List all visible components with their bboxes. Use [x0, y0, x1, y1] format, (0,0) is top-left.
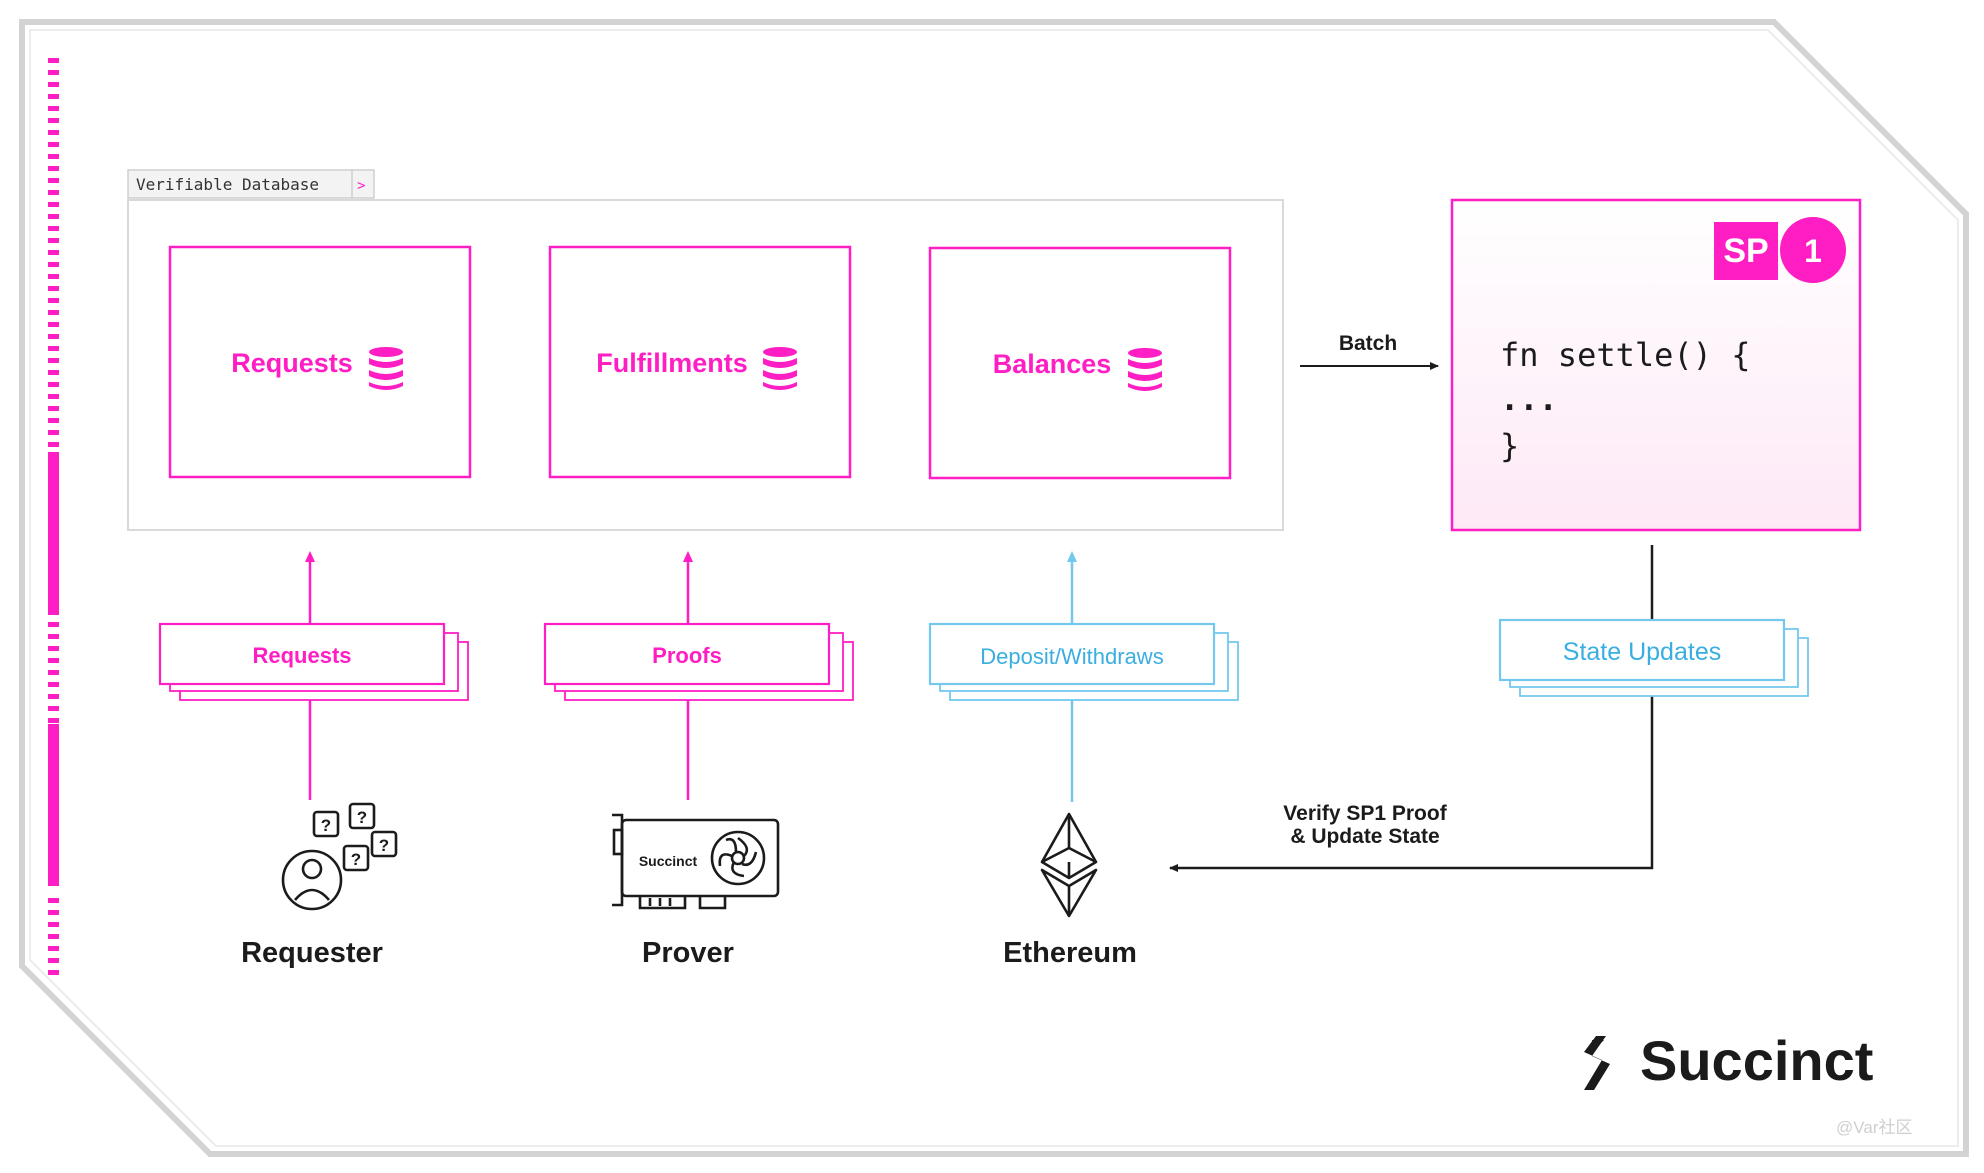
code-line-3: }	[1500, 427, 1519, 465]
outer-frame	[19, 19, 1969, 1157]
rail-dash	[48, 946, 59, 951]
rail-dash	[48, 394, 59, 399]
rail-dash	[48, 910, 59, 915]
stack-state-label: State Updates	[1563, 638, 1721, 666]
rail-dash	[48, 694, 59, 699]
code-line-2: ...	[1500, 380, 1558, 418]
code-line-1: fn settle() {	[1500, 336, 1750, 374]
rail-dash	[48, 202, 59, 207]
stack-state-updates: State Updates	[1498, 618, 1809, 697]
rail-dash	[48, 226, 59, 231]
svg-text:?: ?	[357, 808, 367, 827]
rail-dash	[48, 718, 59, 723]
rail-dash	[48, 970, 59, 975]
stack-requests-label: Requests	[252, 643, 351, 668]
rail-dash	[48, 670, 59, 675]
stack-deposit-withdraws: Deposit/Withdraws	[928, 622, 1239, 701]
succinct-logo: Succinct	[1584, 1029, 1873, 1092]
rail-dash	[48, 922, 59, 927]
rail-dash	[48, 934, 59, 939]
rail-dash	[48, 370, 59, 375]
rail-dash	[48, 142, 59, 147]
svg-text:?: ?	[379, 836, 389, 855]
rail-dash	[48, 646, 59, 651]
rail-dash	[48, 214, 59, 219]
rail-dash	[48, 58, 59, 63]
batch-label: Batch	[1339, 332, 1397, 355]
rail-dash	[48, 898, 59, 903]
table-requests-label: Requests	[231, 348, 353, 378]
succinct-logo-text: Succinct	[1640, 1029, 1873, 1092]
actor-ethereum-label: Ethereum	[1003, 937, 1137, 969]
rail-dash	[48, 238, 59, 243]
db-tab-arrow: >	[357, 178, 365, 194]
rail-dash	[48, 82, 59, 87]
watermark: @Var社区	[1836, 1118, 1912, 1137]
svg-text:?: ?	[321, 816, 331, 835]
svg-text:?: ?	[351, 850, 361, 869]
rail-dash	[48, 310, 59, 315]
sp1-badge-number: 1	[1804, 233, 1822, 269]
rail-dash	[48, 106, 59, 111]
rail-dash	[48, 682, 59, 687]
rail-dash	[48, 178, 59, 183]
db-tab: Verifiable Database >	[127, 169, 375, 199]
table-balances-label: Balances	[993, 349, 1112, 379]
rail-dash	[48, 286, 59, 291]
rail-dash	[48, 154, 59, 159]
rail-dash	[48, 94, 59, 99]
rail-bar	[48, 724, 59, 886]
table-requests: Requests	[168, 245, 472, 479]
rail-dash	[48, 634, 59, 639]
rail-dash	[48, 274, 59, 279]
rail-dash	[48, 958, 59, 963]
rail-dash	[48, 70, 59, 75]
rail-dash	[48, 622, 59, 627]
stack-proofs-label: Proofs	[652, 643, 722, 668]
table-fulfillments-label: Fulfillments	[596, 348, 748, 378]
actor-requester-label: Requester	[241, 937, 383, 969]
sp1-program-box: SP 1 fn settle() { ... }	[1450, 198, 1862, 532]
succinct-logo-mark-icon	[1584, 1036, 1610, 1090]
gpu-brand-label: Succinct	[639, 853, 698, 869]
batch-arrow: Batch	[1300, 332, 1439, 370]
verify-label-line-1: Verify SP1 Proof	[1283, 802, 1447, 825]
verify-label-line-2: & Update State	[1290, 825, 1439, 848]
rail-dash	[48, 298, 59, 303]
rail-bar	[48, 452, 59, 615]
sp1-badge-text: SP	[1723, 232, 1768, 270]
rail-dash	[48, 706, 59, 711]
table-balances: Balances	[928, 246, 1232, 480]
rail-dash	[48, 418, 59, 423]
rail-dash	[48, 382, 59, 387]
rail-dash	[48, 442, 59, 447]
rail-dash	[48, 334, 59, 339]
ethereum-icon	[1040, 812, 1098, 918]
rail-dash	[48, 406, 59, 411]
rail-dash	[48, 322, 59, 327]
stack-requests: Requests	[158, 622, 469, 701]
sp1-badge	[1714, 222, 1778, 280]
rail-dash	[48, 430, 59, 435]
stack-proofs: Proofs	[543, 622, 854, 701]
stack-deposit-label: Deposit/Withdraws	[980, 644, 1163, 669]
gpu-icon: Succinct	[612, 813, 780, 910]
rail-dash	[48, 250, 59, 255]
rail-dash	[48, 346, 59, 351]
actor-prover-label: Prover	[642, 937, 734, 969]
requester-icon: ? ? ? ?	[281, 802, 398, 911]
rail-dash	[48, 130, 59, 135]
table-fulfillments: Fulfillments	[548, 245, 852, 479]
rail-dash	[48, 262, 59, 267]
rail-dash	[48, 190, 59, 195]
rail-dash	[48, 118, 59, 123]
rail-dash	[48, 358, 59, 363]
sp1-badge-circle	[1780, 217, 1846, 283]
left-rail-decoration	[48, 58, 59, 975]
rail-dash	[48, 658, 59, 663]
db-tab-label: Verifiable Database	[136, 175, 319, 194]
rail-dash	[48, 166, 59, 171]
